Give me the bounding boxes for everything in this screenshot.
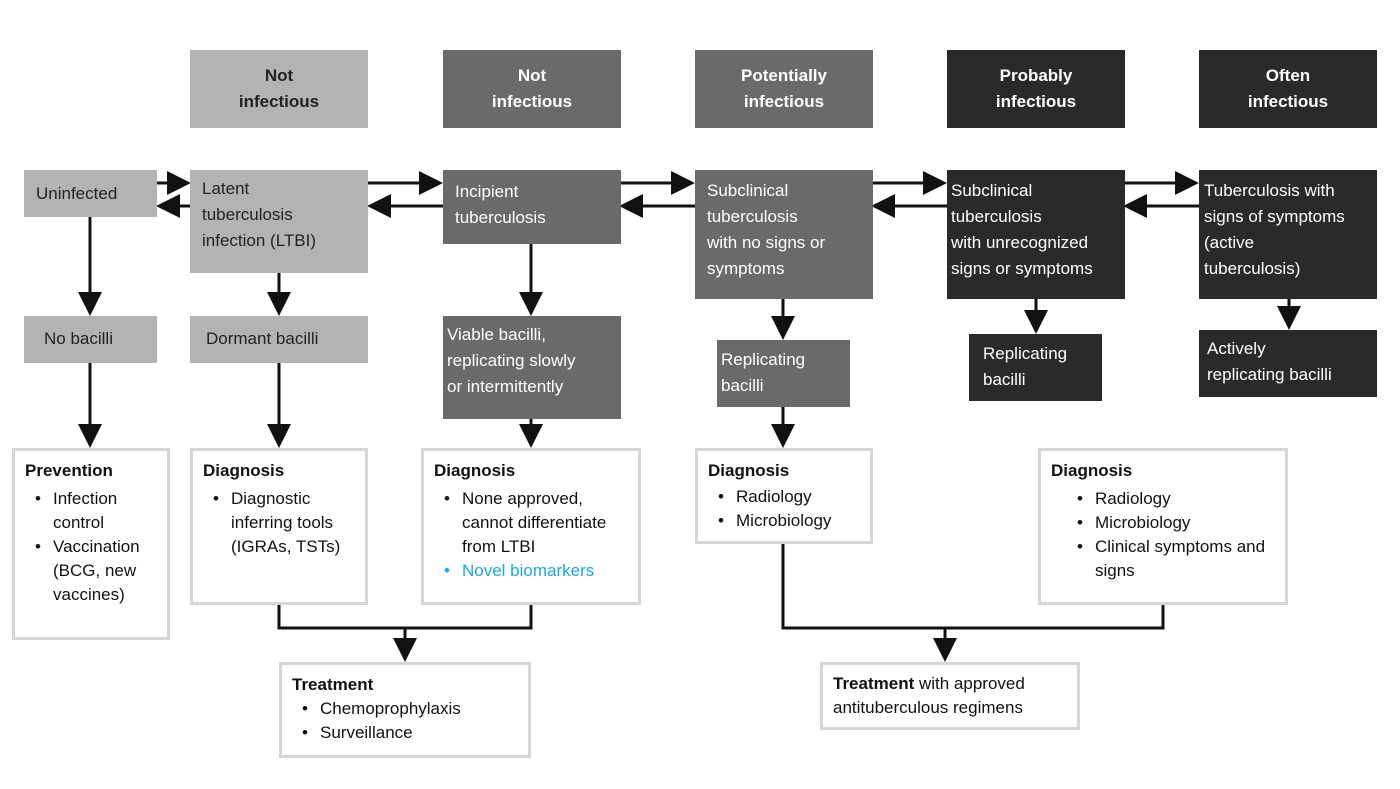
treatment-left-card: Treatment Chemoprophylaxis Surveillance <box>279 662 531 758</box>
diagnosis-item: Microbiology <box>1075 511 1275 535</box>
bacilli-dormant: Dormant bacilli <box>190 316 368 363</box>
bracket-right-treatment <box>781 543 1165 630</box>
treatment-title: Treatment <box>292 675 374 694</box>
stage-ltbi: Latent tuberculosis infection (LTBI) <box>190 170 368 273</box>
header-not-infectious-2: Not infectious <box>443 50 621 128</box>
prevention-item: Infection control <box>33 487 157 535</box>
diagnosis-title: Diagnosis <box>203 461 285 480</box>
diagnosis-ltbi-card: Diagnosis Diagnostic inferring tools (IG… <box>190 448 368 605</box>
novel-biomarkers-item: Novel biomarkers <box>442 559 628 583</box>
diagnosis-item: Radiology <box>1075 487 1275 511</box>
diagnosis-title: Diagnosis <box>434 461 516 480</box>
header-not-infectious-1: Not infectious <box>190 50 368 128</box>
diagnosis-incipient-card: Diagnosis None approved, cannot differen… <box>421 448 641 605</box>
diagnosis-item: None approved, cannot differentiate from… <box>442 487 628 559</box>
diagnosis-subclinical-card: Diagnosis Radiology Microbiology <box>695 448 873 544</box>
treatment-item: Chemoprophylaxis <box>300 697 518 721</box>
diagnosis-item: Microbiology <box>716 509 860 533</box>
prevention-item: Vaccination (BCG, new vaccines) <box>33 535 157 607</box>
prevention-title: Prevention <box>25 461 113 480</box>
header-potentially-infectious: Potentially infectious <box>695 50 873 128</box>
treatment-line-1: Treatment with approved <box>833 672 1067 696</box>
treatment-right-card: Treatment with approved antituberculous … <box>820 662 1080 730</box>
header-probably-infectious: Probably infectious <box>947 50 1125 128</box>
bacilli-actively-replicating: Actively replicating bacilli <box>1199 330 1377 397</box>
bracket-left-treatment <box>277 604 533 630</box>
stage-active-tuberculosis: Tuberculosis with signs of symptoms (act… <box>1199 170 1377 299</box>
stage-incipient: Incipient tuberculosis <box>443 170 621 244</box>
stage-uninfected: Uninfected <box>24 170 157 217</box>
treatment-text: with approved <box>914 674 1025 693</box>
stage-subclinical-unrecognized: Subclinical tuberculosis with unrecogniz… <box>947 170 1125 299</box>
diagnosis-title: Diagnosis <box>1051 461 1133 480</box>
bacilli-replicating-subclinical: Replicating bacilli <box>717 340 850 407</box>
prevention-card: Prevention Infection control Vaccination… <box>12 448 170 640</box>
treatment-item: Surveillance <box>300 721 518 745</box>
bacilli-replicating-unrecognized: Replicating bacilli <box>969 334 1102 401</box>
treatment-title: Treatment <box>833 674 915 693</box>
diagnosis-item: Diagnostic inferring tools (IGRAs, TSTs) <box>211 487 355 559</box>
bacilli-viable: Viable bacilli, replicating slowly or in… <box>443 316 621 419</box>
diagnosis-item: Radiology <box>716 485 860 509</box>
header-often-infectious: Often infectious <box>1199 50 1377 128</box>
diagnosis-active-card: Diagnosis Radiology Microbiology Clinica… <box>1038 448 1288 605</box>
treatment-line-2: antituberculous regimens <box>833 698 1023 717</box>
diagnosis-title: Diagnosis <box>708 461 790 480</box>
stage-subclinical-no-signs: Subclinical tuberculosis with no signs o… <box>695 170 873 299</box>
diagnosis-item: Clinical symptoms and signs <box>1075 535 1275 583</box>
bacilli-none: No bacilli <box>24 316 157 363</box>
